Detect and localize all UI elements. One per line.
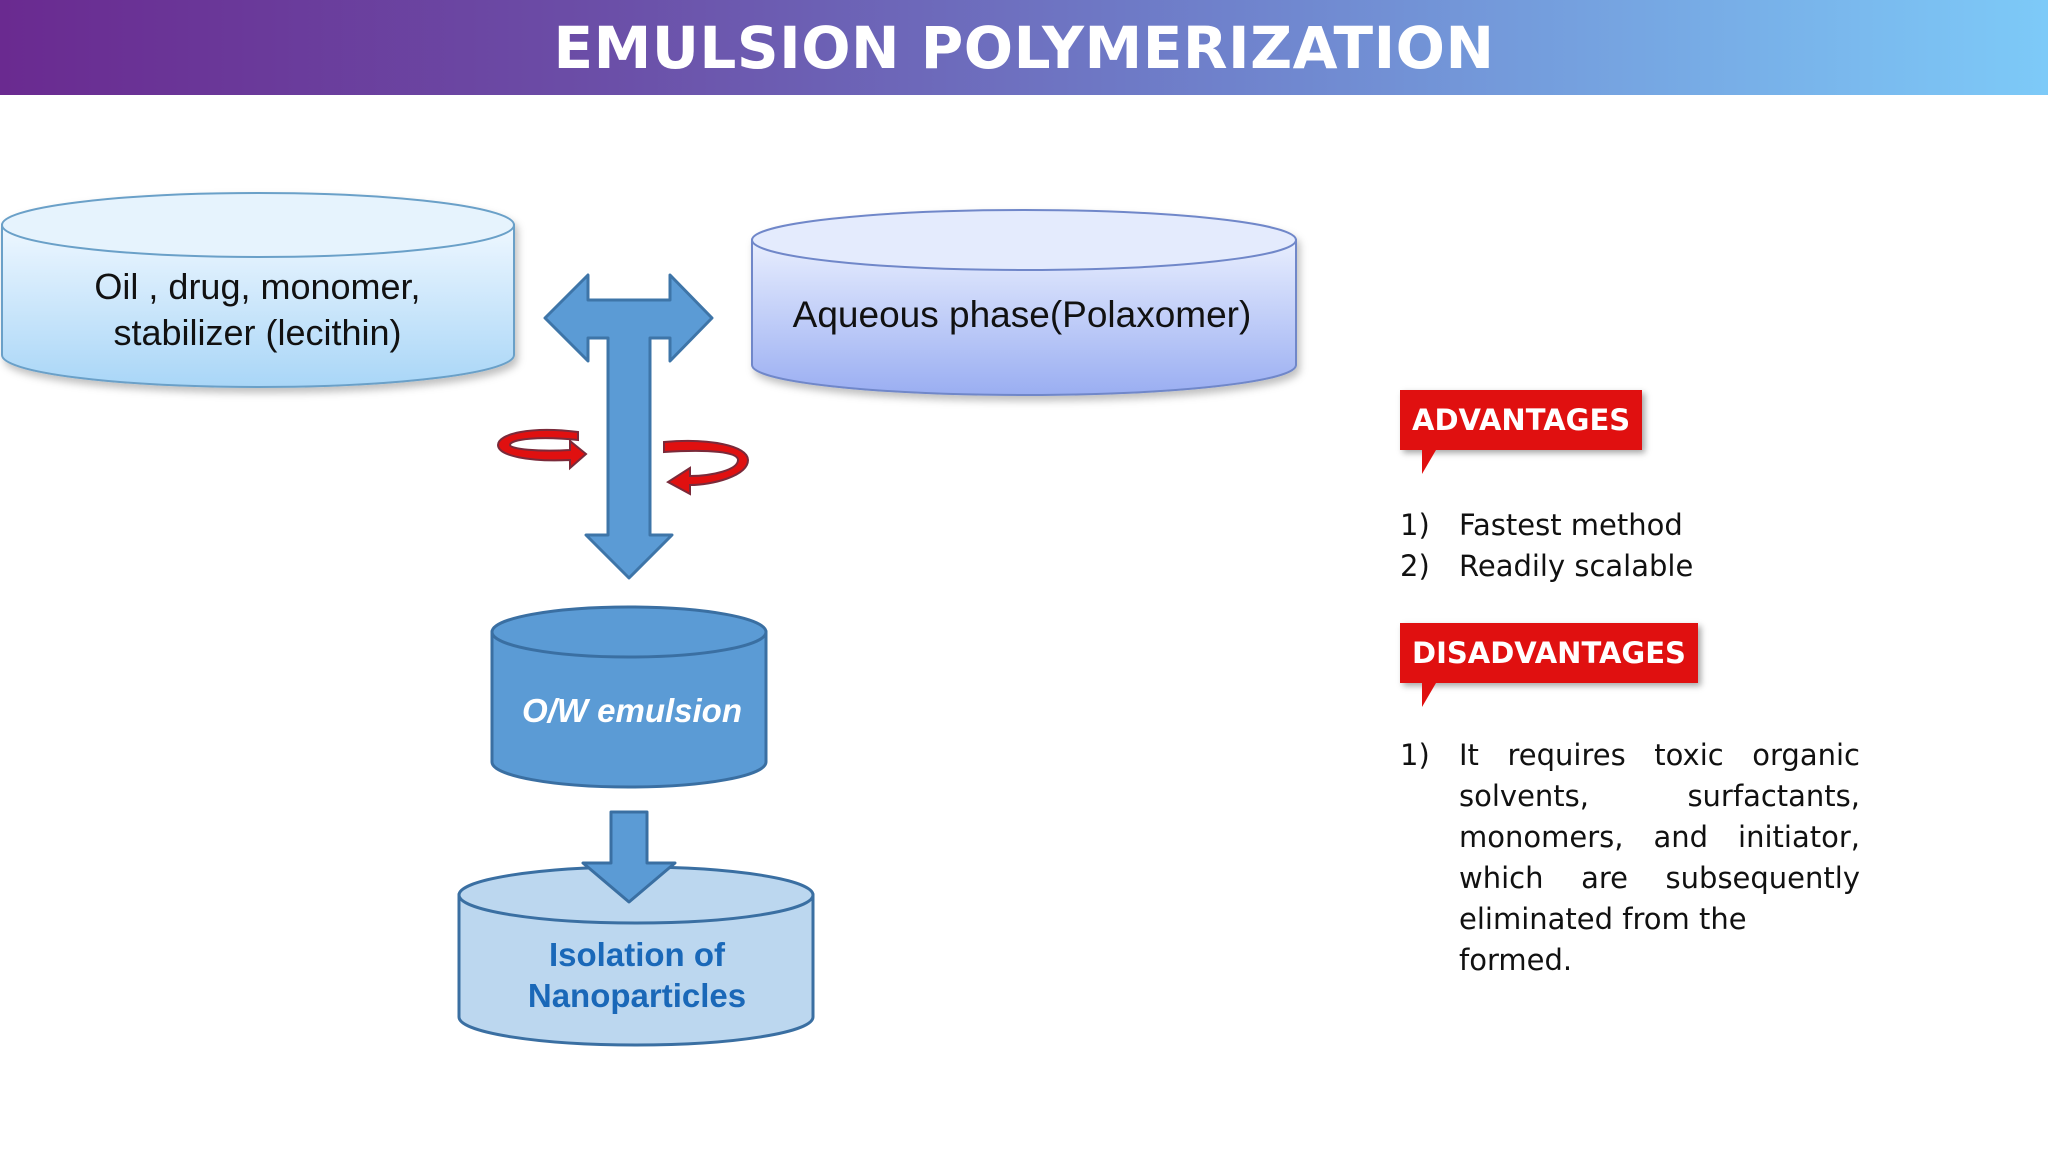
rotation-arrow-right [663, 439, 750, 496]
list-text: Readily scalable [1459, 549, 1694, 583]
aqueous-phase-cylinder [751, 209, 1297, 396]
advantages-list: 1) Fastest method 2) Readily scalable [1400, 505, 1900, 587]
title-bar: EMULSION POLYMERIZATION [0, 0, 2048, 95]
mixing-arrow [543, 273, 714, 580]
isolation-label: Isolation of Nanoparticles [462, 930, 812, 1020]
list-text-main: It requires toxic organic solvents, surf… [1459, 738, 1860, 895]
oil-phase-line1: Oil , drug, monomer, [94, 266, 421, 307]
disadvantages-list: 1) It requires toxic organic solvents, s… [1400, 735, 1860, 981]
emulsion-label: O/W emulsion [521, 692, 742, 729]
list-number: 2) [1400, 549, 1430, 583]
aqueous-phase-label: Aqueous phase(Polaxomer) [792, 294, 1252, 335]
disadvantages-callout: DISADVANTAGES [1400, 623, 1698, 707]
oil-phase-line2: stabilizer (lecithin) [113, 312, 402, 353]
list-number: 1) [1400, 738, 1430, 772]
isolation-line1: Isolation of [549, 936, 725, 973]
list-text-last: eliminated from the formed. [1459, 902, 1747, 977]
emulsion-cylinder [490, 605, 768, 789]
oil-phase-label: Oil , drug, monomer, stabilizer (lecithi… [10, 255, 505, 365]
down-arrow [581, 810, 677, 904]
list-number: 1) [1400, 508, 1430, 542]
rotation-arrow-left [496, 428, 588, 471]
list-item: 1) It requires toxic organic solvents, s… [1400, 735, 1860, 981]
oil-phase-cylinder [0, 192, 515, 388]
list-text: Fastest method [1459, 508, 1683, 542]
list-item: 1) Fastest method [1400, 505, 1900, 546]
list-item: 2) Readily scalable [1400, 546, 1900, 587]
advantages-callout: ADVANTAGES [1400, 390, 1643, 474]
isolation-line2: Nanoparticles [527, 977, 747, 1014]
slide-title: EMULSION POLYMERIZATION [553, 13, 1495, 82]
list-text: It requires toxic organic solvents, surf… [1459, 735, 1860, 981]
